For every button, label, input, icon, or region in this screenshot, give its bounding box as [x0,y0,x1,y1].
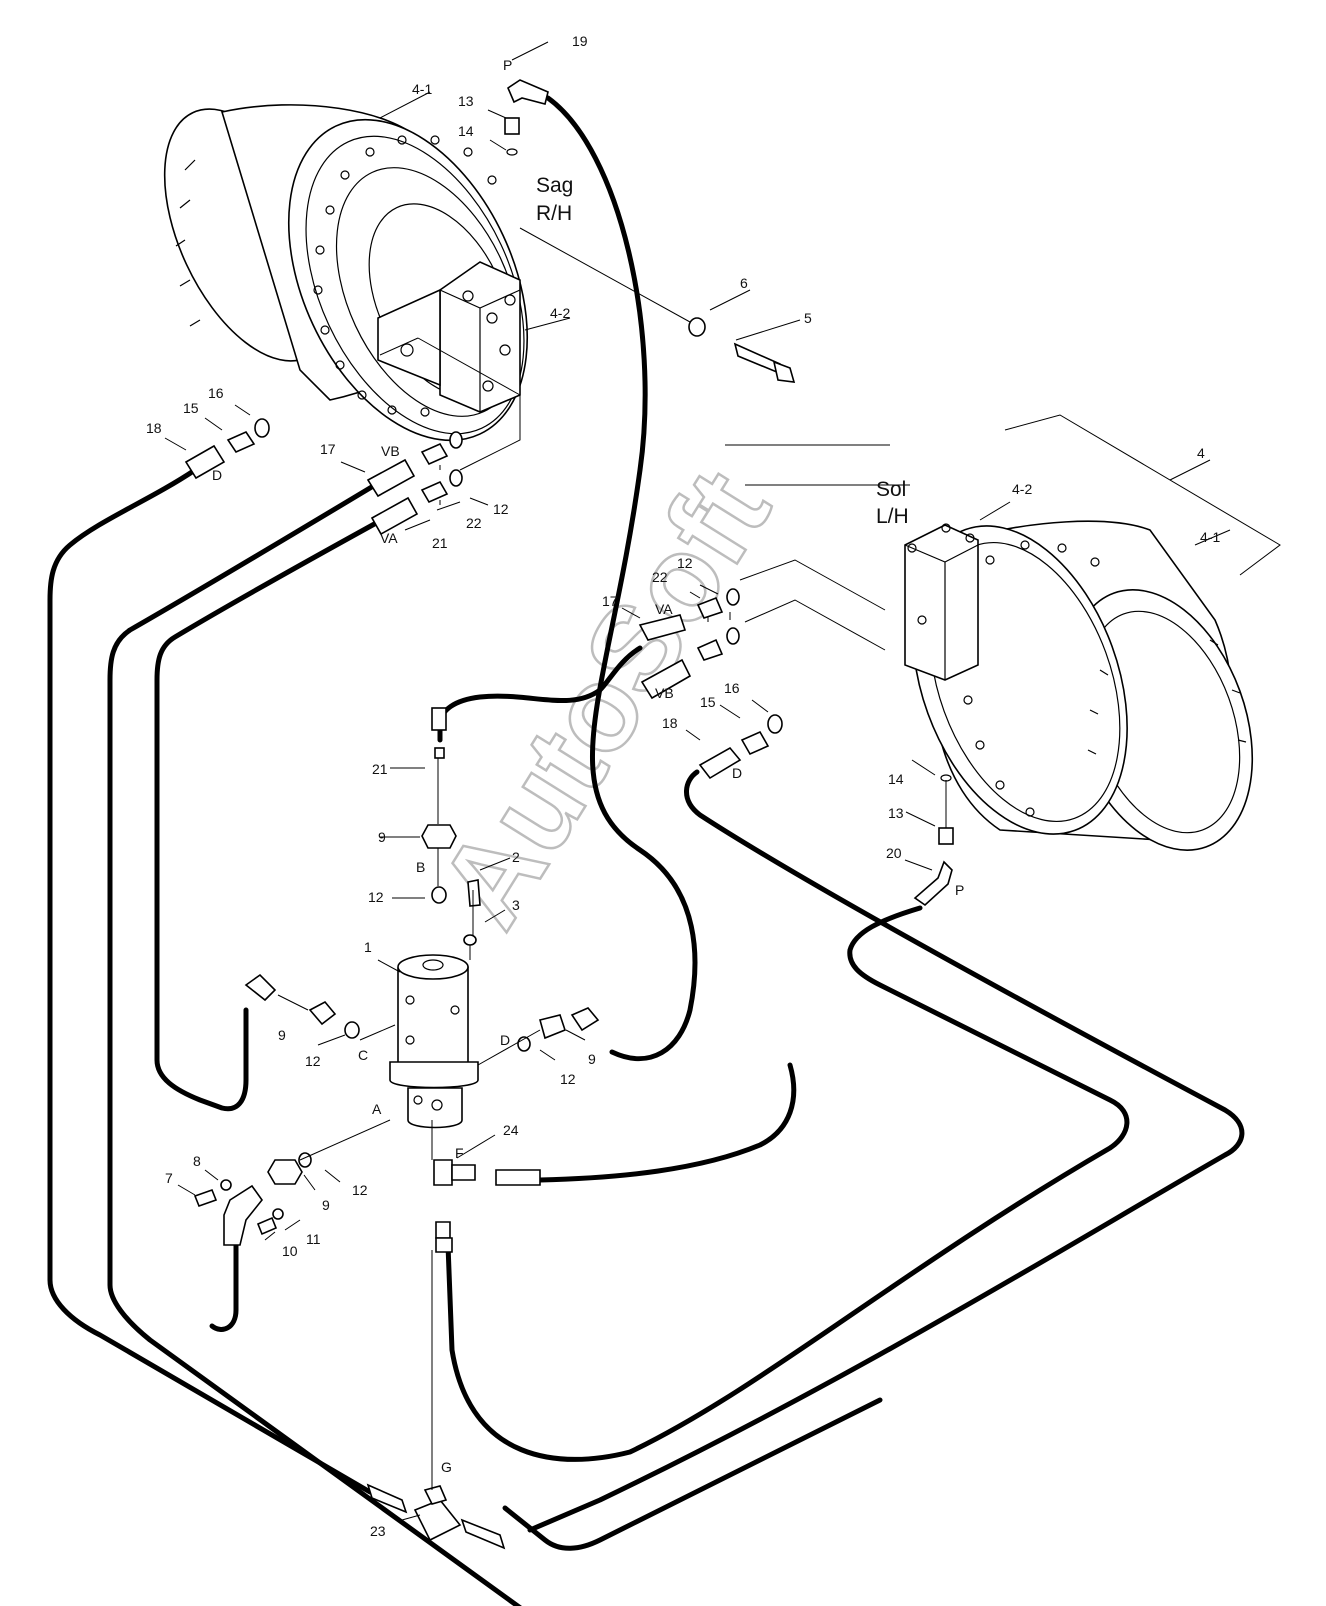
label-a-port: A [372,1101,382,1117]
label-12-top: 12 [493,501,509,517]
label-6: 6 [740,275,748,291]
label-3: 3 [512,897,520,913]
hose-20 [445,905,1130,1462]
label-13-right: 13 [888,805,904,821]
label-g-port: G [441,1459,452,1475]
label-12-right: 12 [677,555,693,571]
lh-travel-motor [904,520,1254,851]
label-1: 1 [364,939,372,955]
label-16-right: 16 [724,680,740,696]
label-23: 23 [370,1523,386,1539]
label-22-right: 22 [652,569,668,585]
label-12-low: 12 [352,1182,368,1198]
label-18-right: 18 [662,715,678,731]
label-12-midright: 12 [560,1071,576,1087]
callout-labels: Sag R/H Sol L/H P 19 4-1 13 14 6 5 4-2 1… [146,33,1220,1539]
label-10: 10 [282,1243,298,1259]
label-d-port: D [500,1032,510,1048]
label-d-right: D [732,765,742,781]
hose-network [47,95,1245,1606]
label-15-top: 15 [183,400,199,416]
hose-21-rh [154,519,381,1112]
label-va-top: VA [380,530,398,546]
label-2: 2 [512,849,520,865]
label-b-port: B [416,859,425,875]
label-side-rh-top: Sag [536,174,573,197]
hose-24 [537,1062,797,1183]
label-9-low: 9 [322,1197,330,1213]
hose-left-elbow [209,1240,239,1332]
label-4: 4 [1197,445,1205,461]
label-9-mid: 9 [378,829,386,845]
label-side-lh-bottom: L/H [876,505,909,528]
hose-21-mid [437,645,643,743]
hose-g-right [502,1397,883,1551]
rh-flange-bolts [313,135,497,417]
leader-lines [164,41,1281,1521]
label-4-2-right: 4-2 [1012,481,1032,497]
label-side-lh-top: Sol [876,478,906,501]
label-24: 24 [503,1122,519,1138]
label-18-top: 18 [146,420,162,436]
label-7: 7 [165,1170,173,1186]
label-12-mid: 12 [368,889,384,905]
label-17-top: 17 [320,441,336,457]
label-15-right: 15 [700,694,716,710]
label-22-top: 22 [466,515,482,531]
label-12-left: 12 [305,1053,321,1069]
label-8: 8 [193,1153,201,1169]
label-p-right: P [955,882,964,898]
hose-17-rh [107,482,522,1606]
label-16-top: 16 [208,385,224,401]
label-4-1-top: 4-1 [412,81,432,97]
label-vb-right: VB [655,685,674,701]
label-9-midright: 9 [588,1051,596,1067]
label-p-top: P [503,57,512,73]
label-13-top: 13 [458,93,474,109]
hose-19 [545,95,698,1062]
label-19: 19 [572,33,588,49]
label-21-top: 21 [432,535,448,551]
label-4-1-right: 4-1 [1200,529,1220,545]
label-14-top: 14 [458,123,474,139]
label-4-2-top: 4-2 [550,305,570,321]
label-vb-top: VB [381,443,400,459]
hose-18-lh [527,769,1245,1533]
label-14-right: 14 [888,771,904,787]
label-20: 20 [886,845,902,861]
hose-18-rh [47,467,373,1495]
label-c-port: C [358,1047,368,1063]
label-17-right: 17 [602,593,618,609]
label-f-port: F [455,1145,464,1161]
label-9-left: 9 [278,1027,286,1043]
label-d-top: D [212,467,222,483]
label-11: 11 [306,1231,321,1247]
label-21-mid: 21 [372,761,388,777]
center-swivel-joint [389,954,479,1129]
label-va-right: VA [655,601,673,617]
rh-travel-motor [163,104,529,442]
label-5: 5 [804,310,812,326]
label-side-rh-bottom: R/H [536,202,572,225]
